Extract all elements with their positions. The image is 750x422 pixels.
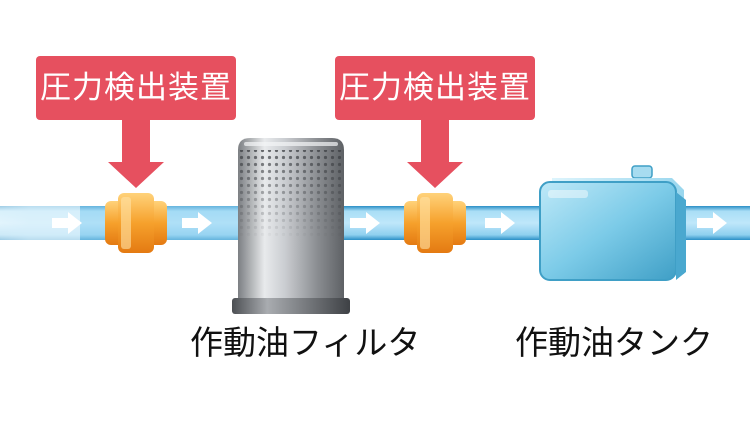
flow-arrow-icon [52,212,82,234]
tank-label: 作動油タンク [515,323,713,362]
flow-arrow-icon [182,212,212,234]
filter-icon [232,138,350,314]
flow-arrows [52,212,727,234]
pressure-sensor-callout-1: 圧力検出装置 [36,56,236,120]
pipe-fitting-icon [105,193,167,253]
tank-icon [539,165,686,281]
arrow-down-icon [108,118,164,188]
flow-arrow-icon [485,212,515,234]
flow-arrow-icon [697,212,727,234]
flow-arrow-icon [350,212,380,234]
arrow-down-icon [407,118,463,188]
pressure-sensor-callout-2: 圧力検出装置 [335,56,535,120]
pipe-fitting-icon [404,193,466,253]
filter-label: 作動油フィルタ [190,323,421,362]
